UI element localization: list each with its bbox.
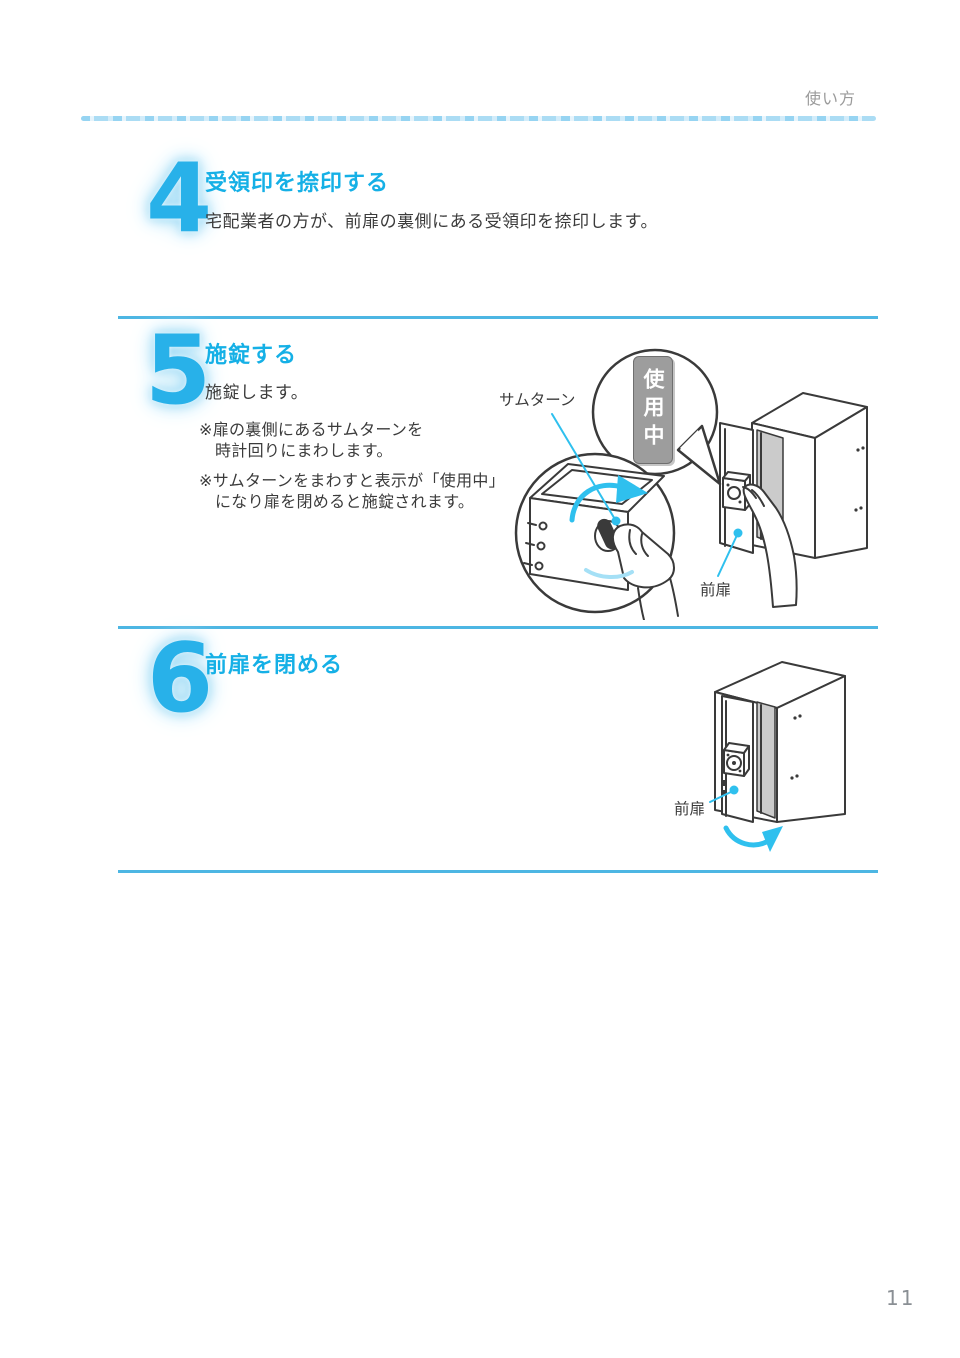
- gripping-hand-drawing: [612, 523, 679, 620]
- reaching-hand-drawing: [742, 483, 798, 608]
- lock-unit-drawing: [723, 742, 750, 777]
- in-use-sign: 使用中: [633, 356, 673, 464]
- step-4-body: 宅配業者の方が、前扉の裏側にある受領印を捺印します。: [205, 212, 658, 232]
- step-6-number: 6: [147, 624, 214, 734]
- step-4-title: 受領印を捺印する: [205, 171, 390, 196]
- front-door-label-step5: 前扉: [700, 581, 732, 599]
- step-6-illustration: [709, 661, 846, 852]
- magnifier-circle: [514, 452, 679, 620]
- step-5-title: 施錠する: [205, 343, 298, 368]
- step-5-note-1-line-2: 時計回りにまわします。: [215, 441, 393, 460]
- step-5-illustration: [514, 348, 868, 620]
- section-divider: [118, 626, 878, 629]
- step-5-note-2-line-1: ※サムターンをまわすと表示が「使用中」: [199, 471, 505, 490]
- front-door-open-drawing: [719, 422, 754, 554]
- door-close-arrow-icon: [723, 825, 783, 852]
- header-brush-line: [81, 116, 876, 121]
- step-4-number: 4: [146, 144, 213, 254]
- front-door-label-step6: 前扉: [674, 800, 706, 818]
- thumbturn-leader-line: [551, 413, 621, 526]
- step-5-note-1-line-1: ※扉の裏側にあるサムターンを: [199, 420, 424, 439]
- step-5-number: 5: [145, 316, 212, 426]
- step-6-title: 前扉を閉める: [205, 653, 344, 678]
- step-5-body: 施錠します。: [205, 383, 309, 403]
- front-door-open-drawing: [721, 695, 754, 823]
- front-door-leader-line: [717, 528, 743, 577]
- front-door-leader-line: [709, 785, 739, 803]
- thumbturn-label: サムターン: [499, 391, 576, 409]
- page-number: 11: [886, 1286, 916, 1310]
- section-divider: [118, 870, 878, 873]
- step-5-note-2-line-2: になり扉を閉めると施錠されます。: [215, 492, 475, 511]
- page-header-label: 使い方: [805, 89, 857, 108]
- rotation-arrow-icon: [569, 475, 648, 579]
- section-divider: [118, 316, 878, 319]
